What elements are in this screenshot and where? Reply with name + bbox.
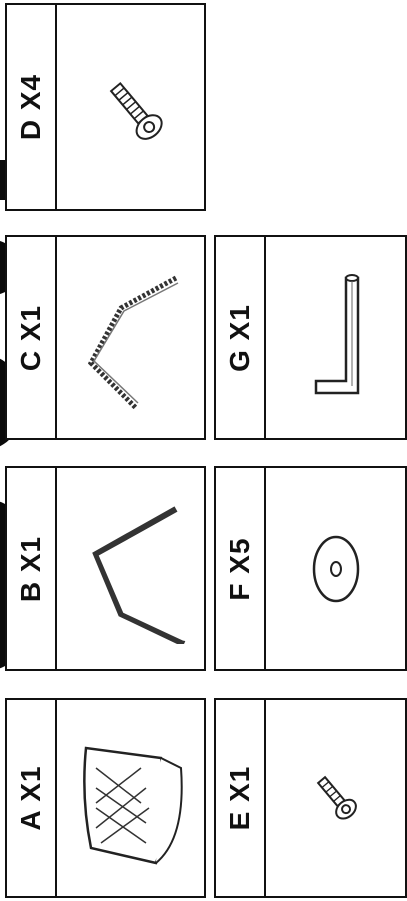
small-bolt-icon bbox=[301, 763, 371, 833]
part-label-strip: B X1 bbox=[7, 468, 57, 669]
part-picture-f bbox=[266, 468, 405, 669]
part-picture-c bbox=[57, 237, 204, 438]
part-picture-a bbox=[57, 700, 204, 896]
part-label-d: D X4 bbox=[15, 74, 47, 140]
part-panel-b: B X1 bbox=[5, 466, 206, 671]
part-label-strip: G X1 bbox=[216, 237, 266, 438]
part-label-g: G X1 bbox=[224, 304, 256, 372]
bolt-icon bbox=[86, 62, 176, 152]
part-label-strip: F X5 bbox=[216, 468, 266, 669]
part-panel-g: G X1 bbox=[214, 235, 407, 440]
part-label-a: A X1 bbox=[15, 765, 47, 830]
part-picture-b bbox=[57, 468, 204, 669]
part-picture-d bbox=[57, 5, 204, 209]
part-label-e: E X1 bbox=[224, 766, 256, 831]
part-label-strip: D X4 bbox=[7, 5, 57, 209]
part-picture-g bbox=[266, 237, 405, 438]
part-label-b: B X1 bbox=[15, 535, 47, 601]
washer-icon bbox=[301, 529, 371, 609]
part-picture-e bbox=[266, 700, 405, 896]
part-label-f: F X5 bbox=[224, 537, 256, 600]
seat-shell-icon bbox=[71, 728, 191, 868]
curved-rod-icon bbox=[66, 263, 196, 413]
allen-key-icon bbox=[296, 268, 376, 408]
part-panel-f: F X5 bbox=[214, 466, 407, 671]
part-label-strip: C X1 bbox=[7, 237, 57, 438]
part-label-c: C X1 bbox=[15, 304, 47, 370]
part-label-strip: E X1 bbox=[216, 700, 266, 896]
v-frame-icon bbox=[66, 494, 196, 644]
part-panel-d: D X4 bbox=[5, 3, 206, 211]
part-label-strip: A X1 bbox=[7, 700, 57, 896]
part-panel-a: A X1 bbox=[5, 698, 206, 898]
part-panel-c: C X1 bbox=[5, 235, 206, 440]
part-panel-e: E X1 bbox=[214, 698, 407, 898]
